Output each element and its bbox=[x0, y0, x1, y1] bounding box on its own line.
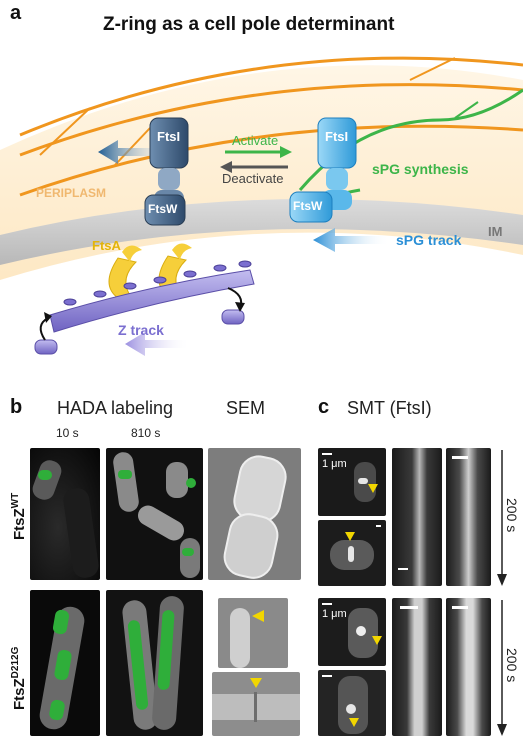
scale-bar bbox=[376, 525, 381, 527]
smt-wt-image-1: 1 μm bbox=[318, 448, 386, 516]
polymerize-arrowhead bbox=[44, 312, 52, 323]
ftsi-left-neck bbox=[158, 168, 180, 190]
arrowhead-marker-icon bbox=[349, 718, 359, 727]
panel-a-title: Z-ring as a cell pole determinant bbox=[103, 14, 395, 35]
arrowhead-marker-icon bbox=[250, 678, 262, 688]
activate-arrowhead bbox=[280, 146, 292, 158]
panel-c-letter: c bbox=[318, 396, 330, 418]
ftsw-left-body bbox=[144, 194, 186, 226]
z-track-arrow bbox=[125, 332, 190, 356]
time-810s-label: 810 s bbox=[131, 426, 161, 440]
sem-d212g-image-2 bbox=[212, 672, 300, 736]
smt-d212g-image-2 bbox=[318, 670, 386, 736]
kymograph-wt-2 bbox=[446, 448, 491, 586]
spg-synthesis-label: sPG synthesis bbox=[372, 161, 469, 177]
ftsa-left-shape bbox=[108, 257, 137, 299]
hada-wt-10s-image bbox=[30, 448, 100, 580]
sem-wt-image bbox=[208, 448, 301, 580]
pg-crosslink-3 bbox=[409, 57, 456, 81]
ftsi-left-label: FtsI bbox=[157, 129, 181, 144]
panel-c-heading: SMT (FtsI) bbox=[347, 398, 432, 418]
time-axis-bottom-label: 200 s bbox=[504, 648, 520, 683]
ftsa-left-head bbox=[122, 245, 142, 262]
scale-label: 1 μm bbox=[322, 608, 347, 620]
scale-bar bbox=[322, 453, 332, 455]
hada-d212g-10s-image bbox=[30, 590, 100, 736]
ftsi-right-label: FtsI bbox=[325, 129, 349, 144]
deactivate-label: Deactivate bbox=[222, 171, 284, 186]
ftsa-label: FtsA bbox=[92, 238, 121, 253]
z-track-label: Z track bbox=[118, 322, 164, 338]
kymograph-wt-1 bbox=[392, 448, 442, 586]
scale-bar bbox=[452, 606, 468, 609]
time-axis-top-label: 200 s bbox=[504, 498, 520, 533]
ftsw-right-body bbox=[289, 191, 333, 223]
spg-branch bbox=[454, 101, 479, 119]
arrowhead-marker-icon bbox=[368, 484, 378, 493]
z-ring-diagram bbox=[0, 56, 523, 356]
pg-strand-3 bbox=[19, 124, 523, 197]
scale-label: 1 μm bbox=[322, 458, 347, 470]
spg-track-label: sPG track bbox=[396, 232, 462, 248]
row-label-ftsz-wt: FtsZWT bbox=[10, 492, 28, 540]
scale-bar bbox=[452, 456, 468, 459]
hada-d212g-810s-image bbox=[106, 590, 203, 736]
deactivate-arrowhead bbox=[220, 161, 232, 173]
pg-crosslink-1 bbox=[39, 107, 91, 156]
ftsi-right-neck bbox=[326, 168, 348, 190]
smt-d212g-image-1: 1 μm bbox=[318, 598, 386, 666]
time-10s-label: 10 s bbox=[56, 426, 79, 440]
pg-strand-2 bbox=[19, 83, 523, 157]
ftsa-right-head bbox=[172, 243, 192, 260]
ftsz-subunit-tails bbox=[63, 260, 252, 306]
time-axis-bottom bbox=[497, 600, 507, 736]
spg-track-arrow bbox=[313, 228, 390, 252]
panel-b-letter: b bbox=[10, 396, 23, 418]
arrowhead-marker-icon bbox=[345, 532, 355, 541]
kymograph-d212g-2 bbox=[446, 598, 491, 736]
ftsw-right-label: FtsW bbox=[293, 199, 323, 213]
hada-wt-810s-image bbox=[106, 448, 203, 580]
ftsz-filament bbox=[49, 269, 255, 333]
scale-bar bbox=[322, 603, 332, 605]
smt-wt-image-2 bbox=[318, 520, 386, 586]
im-label: IM bbox=[488, 224, 503, 239]
scale-bar bbox=[322, 675, 332, 677]
kymograph-d212g-1 bbox=[392, 598, 442, 736]
pg-crosslink-2 bbox=[114, 127, 151, 166]
panel-b-sem-heading: SEM bbox=[226, 398, 266, 418]
ftsz-leaving-subunit bbox=[221, 309, 245, 325]
time-axis-top bbox=[497, 450, 507, 586]
row-label-ftsz-d212g: FtsZD212G bbox=[10, 646, 28, 710]
ftsw-left-label: FtsW bbox=[148, 202, 178, 216]
panel-a-letter: a bbox=[10, 2, 22, 24]
inner-membrane bbox=[0, 199, 523, 265]
depolymerize-arrowhead bbox=[235, 302, 245, 312]
ftsz-joining-subunit bbox=[34, 339, 58, 355]
left-motion-arrow bbox=[98, 140, 175, 164]
periplasm-label: PERIPLASM bbox=[36, 186, 107, 200]
arrowhead-marker-icon bbox=[372, 636, 382, 645]
activate-label: Activate bbox=[232, 133, 279, 148]
panel-b-heading: HADA labeling bbox=[57, 398, 174, 418]
scale-bar bbox=[400, 606, 418, 609]
sem-d212g-image-1 bbox=[218, 598, 288, 668]
arrowhead-marker-icon bbox=[252, 610, 264, 622]
scale-bar bbox=[398, 568, 408, 570]
